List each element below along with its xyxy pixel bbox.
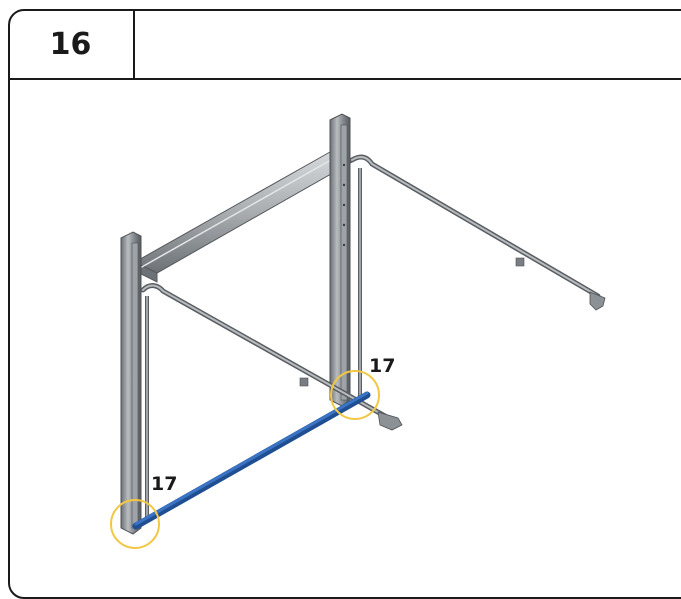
step-number: 16 xyxy=(49,27,92,62)
callout-label-left: 17 xyxy=(151,473,177,495)
callout-label-right: 17 xyxy=(369,355,395,377)
right-post-holes xyxy=(342,163,346,247)
header-divider xyxy=(8,78,681,80)
step-number-cell: 16 xyxy=(8,9,135,80)
callout-right: 17 xyxy=(330,355,395,420)
right-post xyxy=(329,113,351,407)
top-beam xyxy=(133,151,354,283)
left-horizontal-track xyxy=(140,283,403,522)
left-post xyxy=(120,231,142,535)
callout-left: 17 xyxy=(110,473,177,549)
right-horizontal-track xyxy=(349,154,606,400)
blue-shaft xyxy=(132,391,371,530)
assembly-illustration: 17 17 xyxy=(110,113,606,549)
step-header: 16 xyxy=(8,9,681,80)
